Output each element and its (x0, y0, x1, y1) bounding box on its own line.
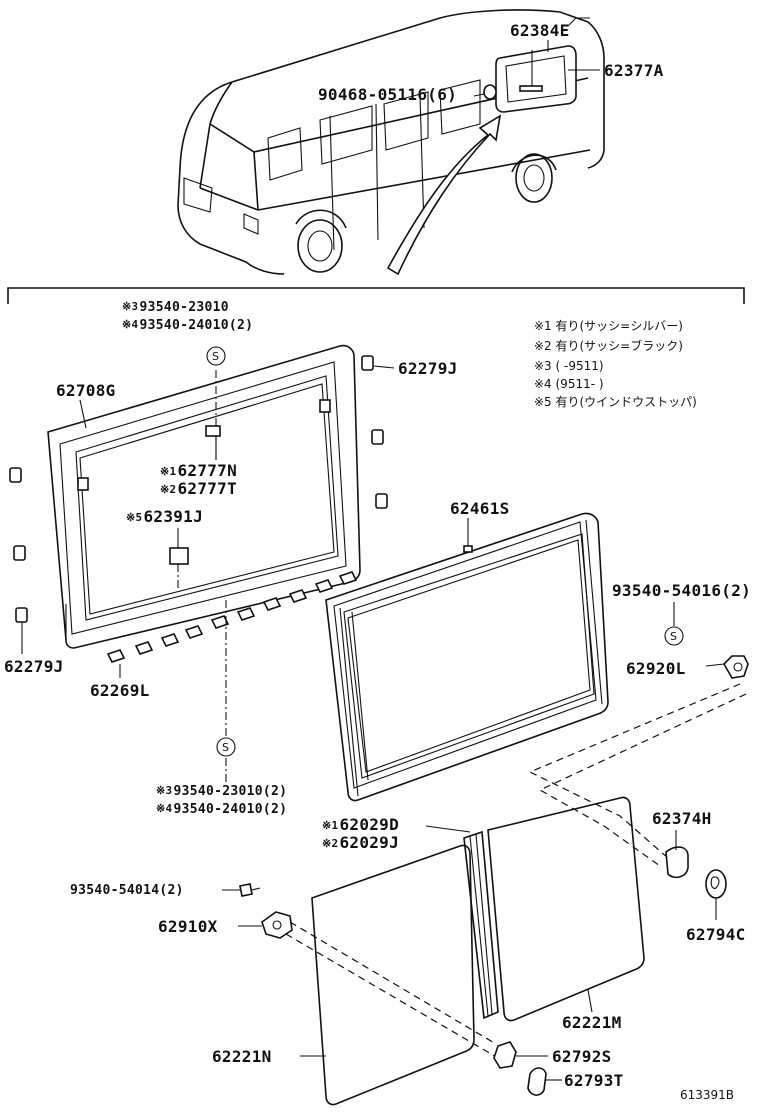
glass-62221N (300, 844, 475, 1106)
projection-lines-left (285, 921, 499, 1059)
stopper-62391J (169, 547, 189, 565)
label-93540-54014: 93540-54014(2) (70, 883, 184, 898)
label-screws-top-1: ※393540-23010 (122, 300, 229, 315)
label-screws-bottom-2: ※493540-24010(2) (156, 802, 288, 817)
screw-symbol-bottom: S (216, 737, 236, 757)
label-62461S: 62461S (450, 499, 510, 518)
exploded-view-bracket (7, 287, 745, 304)
label-62221M: 62221M (562, 1013, 622, 1032)
label-62279J-top: 62279J (398, 359, 458, 378)
bracket-62920L (705, 655, 749, 679)
label-62708G: 62708G (56, 381, 116, 400)
label-62910X: 62910X (158, 917, 218, 936)
note-5: ※5 有り(ウインドウストッパ) (534, 395, 697, 409)
clip-62269L-row (106, 571, 358, 663)
note-1: ※1 有り(サッシ=シルバー) (534, 319, 683, 333)
label-62794C: 62794C (686, 925, 746, 944)
clip-62279J-group (9, 355, 388, 623)
screw-symbol-bottom-letter: S (222, 741, 229, 754)
label-62384E: 62384E (510, 21, 570, 40)
van-illustration (177, 9, 605, 275)
screw-symbol-top-letter: S (212, 350, 219, 363)
figure-reference: 613391B (680, 1088, 735, 1102)
label-62792S: 62792S (552, 1047, 612, 1066)
mark-3: ※3 (122, 300, 139, 313)
label-62920L: 62920L (626, 659, 686, 678)
label-90468-05116: 90468-05116(6) (318, 85, 458, 104)
arrow-indicator (386, 114, 502, 276)
label-62029D: ※162029D (322, 815, 400, 834)
glass-62221M (487, 796, 645, 1022)
label-62377A: 62377A (604, 61, 664, 80)
label-62777N: ※162777N (160, 461, 238, 480)
note-3: ※3 ( -9511) (534, 359, 604, 373)
label-62279J-left: 62279J (4, 657, 64, 676)
frame-62708G (47, 344, 361, 649)
label-screws-bottom-1: ※393540-23010(2) (156, 784, 288, 799)
label-screws-top-2: ※493540-24010(2) (122, 318, 254, 333)
bracket-62910X (238, 911, 293, 939)
mark-4: ※4 (122, 318, 139, 331)
note-2: ※2 有り(サッシ=ブラック) (534, 339, 683, 353)
cap-62374H (665, 846, 689, 879)
label-62221N: 62221N (212, 1047, 272, 1066)
note-4: ※4 (9511- ) (534, 377, 604, 391)
projection-lines-right (528, 683, 747, 867)
screw-symbol-right: S (664, 626, 684, 646)
division-bar-62029 (425, 825, 499, 1020)
cap-62792S (493, 1041, 548, 1069)
ring-62794C (705, 869, 727, 920)
screw-symbol-right-letter: S (670, 630, 677, 643)
label-93540-54016: 93540-54016(2) (612, 581, 752, 600)
label-62374H: 62374H (652, 809, 712, 828)
clip-62777N-62777T (205, 425, 221, 437)
label-62391J: ※562391J (126, 507, 204, 526)
screw-93540-54014 (222, 883, 261, 897)
label-62777T: ※262777T (160, 479, 238, 498)
screw-symbol-top: S (206, 346, 226, 366)
sash-62461S (325, 512, 609, 802)
label-62029J: ※262029J (322, 833, 400, 852)
label-62269L: 62269L (90, 681, 150, 700)
cap-62793T (527, 1067, 562, 1096)
label-62793T: 62793T (564, 1071, 624, 1090)
